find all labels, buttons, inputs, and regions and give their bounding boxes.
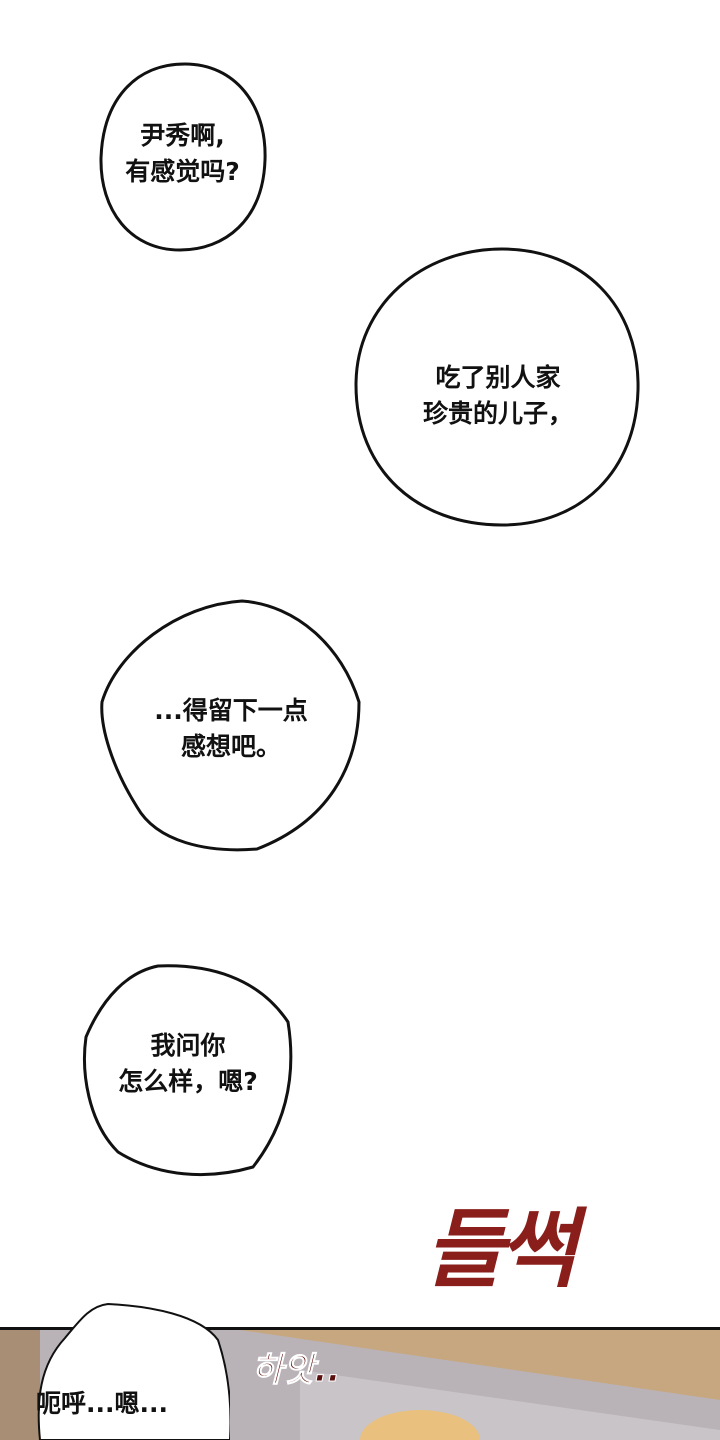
bubble-outline bbox=[37, 1302, 230, 1440]
hair-blob bbox=[360, 1410, 480, 1440]
bubble-line: 尹秀啊, bbox=[140, 121, 225, 150]
speech-bubble-2: 吃了别人家 珍贵的儿子， bbox=[352, 245, 644, 530]
left-wood-edge bbox=[0, 1330, 40, 1440]
bubble-outline bbox=[100, 599, 361, 852]
bubble-outline bbox=[354, 247, 640, 527]
speech-bubble-3: ...得留下一点 感想吧。 bbox=[97, 597, 365, 855]
bubble-line: 有感觉吗? bbox=[125, 157, 240, 186]
bubble-line: 感想吧。 bbox=[180, 732, 281, 761]
sfx-gasp: 하앗.. bbox=[251, 1350, 341, 1391]
bubble-line: 珍贵的儿子， bbox=[422, 399, 573, 428]
bubble-line: 我问你 bbox=[150, 1031, 226, 1060]
speech-bubble-1: 尹秀啊, 有感觉吗? bbox=[95, 60, 270, 255]
bubble-line: ...得留下一点 bbox=[154, 696, 308, 725]
tan-wall bbox=[240, 1330, 720, 1400]
bubble-outline bbox=[99, 62, 267, 252]
bubble-line: 吃了别人家 bbox=[435, 363, 561, 392]
panel-background bbox=[0, 1330, 720, 1440]
bubble-line: 呃呼...嗯... bbox=[36, 1389, 168, 1418]
sfx-lift: 들썩 bbox=[425, 1200, 577, 1300]
speech-bubble-5: 呃呼...嗯... bbox=[30, 1300, 230, 1440]
bubble-line: 怎么样，嗯? bbox=[118, 1067, 258, 1096]
speech-bubble-4: 我问你 怎么样，嗯? bbox=[78, 962, 298, 1182]
bubble-outline bbox=[83, 964, 293, 1177]
